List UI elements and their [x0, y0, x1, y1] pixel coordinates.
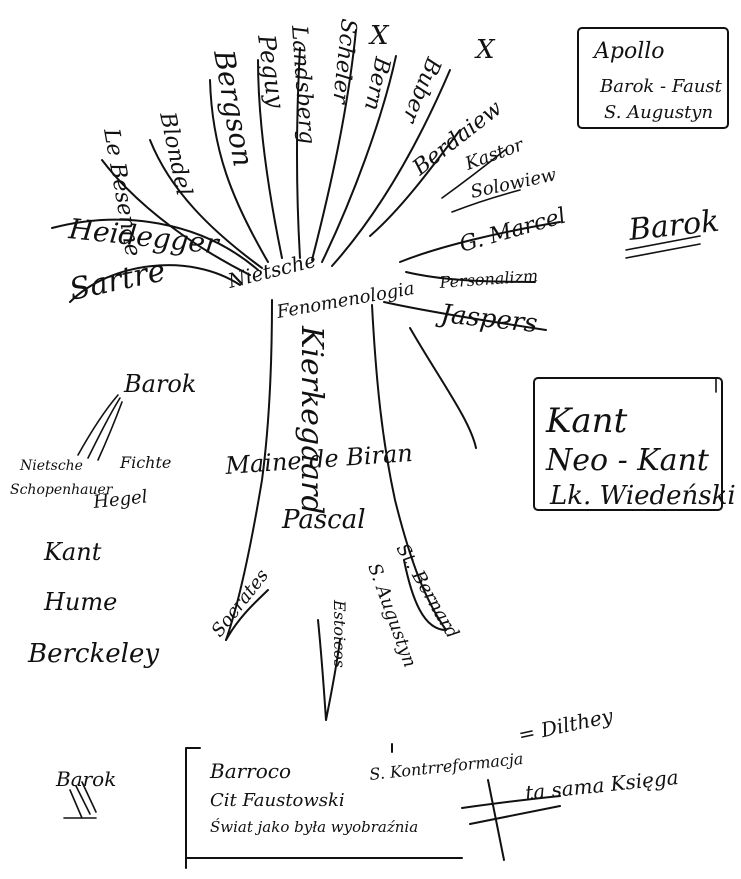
label-personalism: Personalizm	[438, 266, 539, 292]
branch-kastor	[441, 149, 506, 199]
label-bern: Bern	[359, 54, 395, 113]
label-peguy: Peguy	[252, 32, 290, 110]
label-fichte: Fichte	[119, 453, 171, 472]
label-mark-x1: X	[368, 21, 390, 51]
arrow-1	[77, 394, 119, 456]
label-barok-bottom: Barok	[55, 767, 116, 791]
label-marcel: G. Marcel	[457, 204, 569, 258]
arrow-2	[87, 397, 121, 459]
label-kontrrevix: S. Kontrreformacja	[368, 749, 524, 784]
label-barok: Barok	[123, 370, 196, 398]
branch-peguy	[257, 59, 283, 259]
root-right	[403, 559, 447, 631]
box-top-line2: Barok - Faust	[599, 76, 723, 97]
branch-buber	[331, 69, 451, 267]
label-jaspers: Jaspers	[434, 299, 539, 340]
label-blondel: Blondel	[154, 109, 196, 198]
label-fenomenologia: Fenomenologia	[274, 278, 416, 323]
box-bottom-line3: Świat jako była wyobraźnia	[210, 818, 418, 836]
box-bottom	[185, 743, 463, 869]
box-bottom-line1: Barroco	[209, 759, 291, 783]
branch-marcel	[399, 221, 561, 263]
label-pascal: Pascal	[281, 505, 366, 535]
label-same-book: ta sama Księga	[524, 765, 680, 805]
branch-sartre	[69, 264, 241, 303]
branch-berdaiew	[369, 129, 461, 237]
barok-underline-1	[625, 235, 701, 251]
label-berkeley: Berckeley	[27, 639, 159, 669]
label-socrates: Socrates	[207, 565, 273, 641]
box-kant-line1: Kant	[545, 401, 628, 441]
branch-landsberg	[296, 47, 301, 259]
root-left	[225, 589, 269, 641]
bottom-arrow-line	[461, 795, 561, 825]
root-mid	[317, 619, 341, 721]
label-scheler: Scheler	[327, 17, 361, 106]
barok-underline-2	[625, 243, 701, 259]
box-top-right	[577, 27, 729, 129]
branch-blondel	[149, 139, 263, 269]
box-top-line3: S. Augustyn	[604, 102, 713, 123]
arrow-3	[97, 401, 123, 461]
trunk-outline-right	[371, 304, 447, 631]
bottom-bracket	[487, 779, 505, 861]
label-landsberg: Landsberg	[286, 24, 319, 145]
label-nietzsche2: Nietsche	[19, 458, 83, 474]
branch-jaspers	[383, 301, 547, 331]
branch-personalism	[405, 271, 536, 283]
box-top-line1: Apollo	[592, 39, 665, 64]
branch-solowiew	[451, 189, 521, 213]
label-bergson: Bergson	[207, 47, 260, 170]
label-kierkegaard: Kierkegaard	[294, 325, 329, 515]
branch-bergson	[209, 79, 269, 263]
label-kant: Kant	[43, 538, 102, 566]
box-kant-line2: Neo - Kant	[545, 443, 710, 478]
box-kant-line3: Lk. Wiedeński	[549, 481, 736, 511]
label-estoicos: Estoicos	[330, 599, 349, 668]
box-kant	[533, 377, 723, 511]
branch-scheler	[311, 29, 357, 261]
label-schopenhauer: Schopenhauer	[10, 482, 114, 498]
branch-bern	[321, 55, 397, 263]
label-hume: Hume	[43, 588, 117, 616]
label-mark-x2: X	[474, 35, 496, 65]
barok-scribble	[63, 781, 97, 819]
branch-right-loop	[409, 327, 477, 449]
label-barok-right: Barok	[626, 204, 721, 248]
box-bottom-line2: Cit Faustowski	[210, 790, 345, 811]
trunk-outline-left	[225, 299, 273, 641]
label-hegel: Hegel	[91, 486, 148, 513]
branch-heidegger	[51, 218, 259, 271]
label-buber: Buber	[396, 53, 446, 128]
branch-lebesenne	[101, 159, 251, 276]
label-sartre: Sartre	[66, 253, 168, 307]
label-dilthey: = Dilthey	[516, 703, 616, 747]
